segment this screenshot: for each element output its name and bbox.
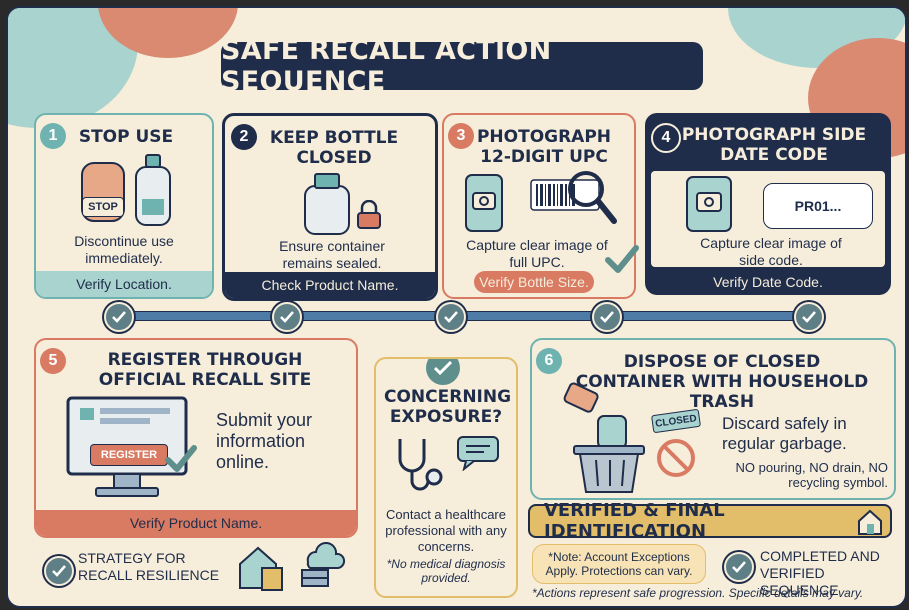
step-description: Ensure container remains sealed. [279, 238, 385, 271]
completed-text: COMPLETED AND VERIFIED SEQUENCE [760, 548, 880, 598]
step-number: 6 [536, 348, 562, 374]
step-description: Discontinue use immediately. [74, 233, 174, 266]
step-description: Submit your information online. [216, 410, 313, 472]
stethoscope-icon [398, 439, 443, 491]
cloud-server-icon [301, 542, 346, 587]
step-number: 1 [40, 123, 66, 149]
stop-badge: STOP [82, 197, 124, 217]
step-title: PHOTOGRAPH 12-DIGIT UPC [476, 127, 612, 167]
step-title: REGISTER THROUGH OFFICIAL RECALL SITE [98, 350, 312, 390]
check-icon [426, 359, 460, 385]
step-number: 5 [40, 348, 66, 374]
step-card-4: 4 PHOTOGRAPH SIDE DATE CODE PR01... Capt… [645, 113, 891, 295]
closed-tag: CLOSED [650, 408, 702, 434]
timeline-check-5 [794, 302, 824, 332]
step-footer: Verify Location. [36, 271, 212, 297]
magnifier-icon [568, 171, 617, 224]
step-title: STOP USE [78, 127, 174, 147]
bottle-icon [304, 173, 350, 235]
final-note: *Note: Account Exceptions Apply. Protect… [532, 544, 706, 584]
exposure-note: *No medical diagnosis provided. [386, 557, 506, 585]
step-description: Capture clear image of side code. [700, 235, 842, 268]
step-title: KEEP BOTTLE CLOSED [269, 128, 399, 168]
step-card-2: 2 KEEP BOTTLE CLOSED Ensure container re… [222, 113, 438, 301]
timeline-check-2 [272, 302, 302, 332]
register-button[interactable]: REGISTER [90, 444, 168, 466]
final-disclaimer: *Actions represent safe progression. Spe… [532, 586, 864, 600]
step-footer: Check Product Name. [225, 272, 435, 298]
trash-can-icon [563, 382, 645, 493]
chat-icon [457, 436, 499, 471]
strategy-text: STRATEGY FOR RECALL RESILIENCE [78, 550, 220, 583]
check-icon [165, 445, 197, 472]
page-title: SAFE RECALL ACTION SEQUENCE [221, 35, 703, 97]
lock-icon [357, 200, 381, 229]
step-footer-text: Verify Product Name. [129, 515, 263, 531]
step-card-5: 5 REGISTER THROUGH OFFICIAL RECALL SITE … [34, 338, 358, 538]
step-description: Capture clear image of full UPC. [466, 237, 608, 270]
step-title: DISPOSE OF CLOSED CONTAINER WITH HOUSEHO… [575, 352, 869, 412]
title-text: SAFE RECALL ACTION SEQUENCE [221, 35, 552, 97]
exposure-title: CONCERNING EXPOSURE? [384, 387, 512, 427]
step-number: 2 [231, 124, 257, 150]
step-card-6: 6 DISPOSE OF CLOSED CONTAINER WITH HOUSE… [530, 338, 896, 500]
step-footer: Verify Bottle Size. [474, 271, 594, 293]
photo-panel: PR01... Capture clear image of side code… [651, 171, 885, 268]
no-pour-icon [657, 439, 695, 477]
step-number: 4 [651, 123, 681, 153]
final-title: VERIFIED & FINAL IDENTIFICATION [544, 500, 725, 542]
exposure-description: Contact a healthcare professional with a… [385, 507, 507, 554]
step-footer-text: Verify Date Code. [713, 274, 823, 290]
timeline-check-4 [592, 302, 622, 332]
step-title: PHOTOGRAPH SIDE DATE CODE [681, 125, 867, 165]
exposure-card: CONCERNING EXPOSURE? Contact a healthcar… [374, 357, 518, 598]
final-title-banner: VERIFIED & FINAL IDENTIFICATION [528, 500, 892, 542]
step-number: 3 [448, 123, 474, 149]
house-document-icon [239, 546, 283, 591]
step-card-3: 3 PHOTOGRAPH 12-DIGIT UPC Capture clear … [442, 113, 636, 299]
step-footer: Verify Product Name. [36, 510, 356, 536]
check-icon [724, 552, 754, 582]
timeline-check-1 [104, 302, 134, 332]
timeline-check-3 [436, 302, 466, 332]
step-footer-text: Check Product Name. [261, 277, 399, 293]
step-card-1: 1 STOP USE STOP Discontinue use immediat… [34, 113, 214, 299]
step-note: NO pouring, NO drain, NO recycling symbo… [735, 460, 888, 490]
house-check-icon [858, 509, 882, 535]
phone-camera-icon [686, 176, 732, 232]
poster: SAFE RECALL ACTION SEQUENCE 1 STOP USE S… [6, 6, 907, 608]
check-icon [44, 556, 74, 586]
check-icon [605, 245, 639, 273]
stop-hand-icon [81, 154, 171, 226]
step-footer: Verify Date Code. [645, 269, 891, 295]
step-footer-text: Verify Location. [76, 276, 172, 292]
step-footer-text: Verify Bottle Size. [479, 274, 589, 290]
phone-camera-icon [465, 174, 503, 232]
step-description: Discard safely in regular garbage. [722, 414, 847, 453]
date-code-label: PR01... [763, 183, 873, 229]
